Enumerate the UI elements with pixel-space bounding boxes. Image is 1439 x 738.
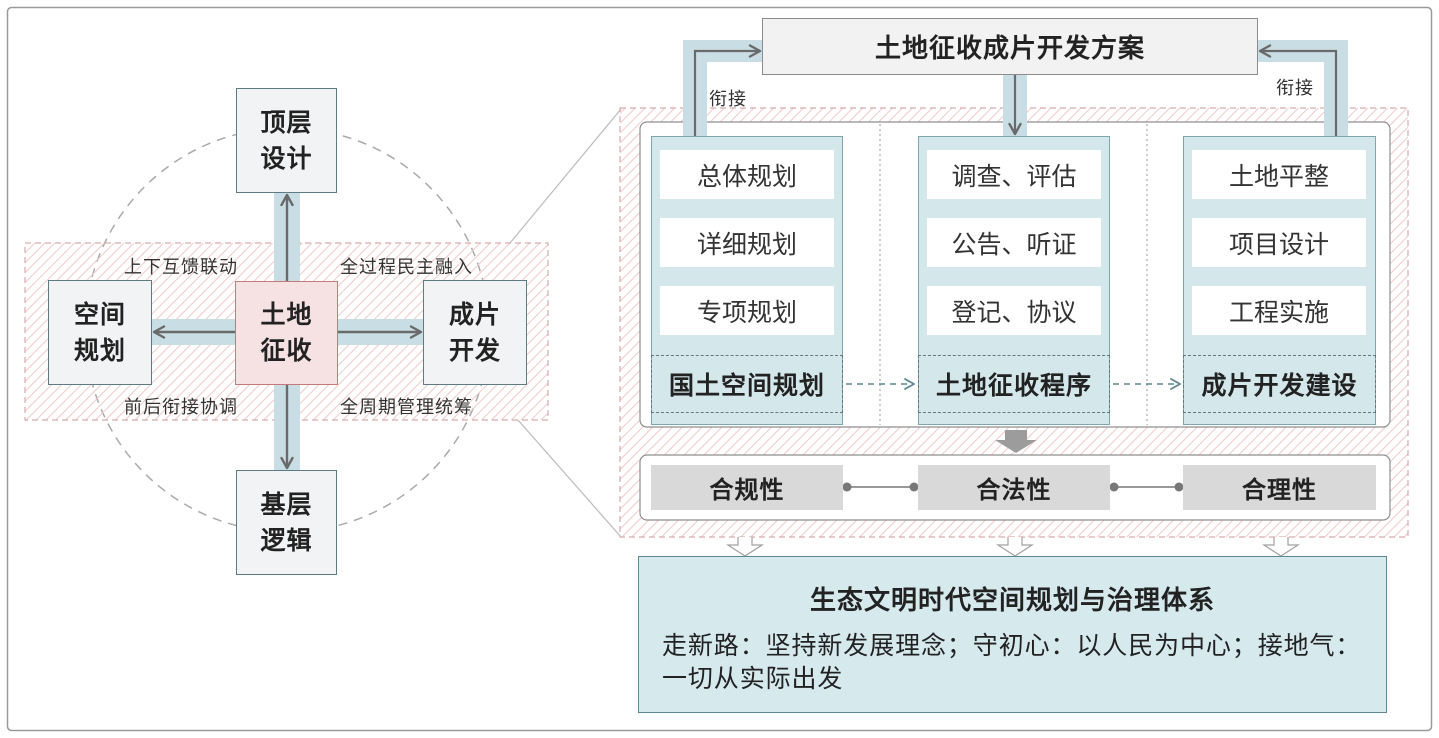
link-label-right: 衔接 <box>1276 78 1314 99</box>
connector-dot <box>1174 482 1184 492</box>
summary-body-line: 一切从实际出发 <box>662 664 844 693</box>
process-item: 总体规划 <box>660 150 834 199</box>
stage-label: 成片开发建设 <box>1183 355 1376 413</box>
node-label-line: 空间 <box>73 299 126 329</box>
summary-body-line: 走新路：坚持新发展理念；守初心：以人民为中心；接地气： <box>662 631 1362 660</box>
process-item: 项目设计 <box>1192 218 1366 267</box>
summary-title: 生态文明时代空间规划与治理体系 <box>809 586 1215 616</box>
process-item: 公告、听证 <box>927 218 1101 267</box>
process-item: 调查、评估 <box>927 150 1101 199</box>
hollow-arrow-down <box>995 537 1035 557</box>
link-arrow-right <box>1258 44 1338 136</box>
plan-title-box: 土地征收成片开发方案 <box>762 18 1258 75</box>
process-item: 详细规划 <box>660 218 834 267</box>
column-block-construction: 土地平整 项目设计 工程实施 成片开发建设 <box>1183 136 1376 425</box>
principle-legality: 合法性 <box>918 465 1110 510</box>
connector-dot <box>842 482 852 492</box>
node-land-expropriation: 土地 征收 <box>235 281 338 385</box>
process-item: 专项规划 <box>660 286 834 335</box>
node-label-line: 土地 <box>260 300 313 329</box>
node-label-line: 开发 <box>448 335 501 365</box>
node-label-line: 征收 <box>260 336 313 365</box>
node-label-line: 基层 <box>260 489 313 519</box>
zoom-line-upper <box>509 108 622 244</box>
hollow-arrow-down <box>1261 537 1301 557</box>
label-bottom-left: 前后衔接协调 <box>124 397 238 418</box>
process-item: 工程实施 <box>1192 286 1366 335</box>
block-arrow-down <box>995 430 1037 453</box>
hollow-arrow-down <box>725 537 765 557</box>
label-top-right: 全过程民主融入 <box>340 257 473 278</box>
process-item: 土地平整 <box>1192 150 1366 199</box>
connector-dot <box>909 482 919 492</box>
link-label-left: 衔接 <box>709 89 747 110</box>
stage-label: 国土空间规划 <box>651 355 843 413</box>
zoom-line-lower <box>517 419 622 538</box>
node-label-line: 成片 <box>448 299 501 329</box>
principle-rationality: 合理性 <box>1183 465 1376 510</box>
principle-compliance: 合规性 <box>651 465 843 510</box>
process-item: 登记、协议 <box>927 286 1101 335</box>
node-label-line: 顶层 <box>260 107 313 137</box>
node-label-line: 设计 <box>260 143 313 173</box>
node-spatial-planning: 空间 规划 <box>48 280 152 385</box>
node-top-level-design: 顶层 设计 <box>236 88 337 193</box>
node-label-line: 规划 <box>73 335 126 365</box>
link-arrow-left <box>693 44 762 136</box>
stage-label: 土地征收程序 <box>918 355 1110 413</box>
label-top-left: 上下互馈联动 <box>124 257 238 278</box>
outer-frame <box>6 6 1433 732</box>
node-label-line: 逻辑 <box>260 525 313 555</box>
connector-dot <box>1109 482 1119 492</box>
summary-box: 生态文明时代空间规划与治理体系 走新路：坚持新发展理念；守初心：以人民为中心；接… <box>638 556 1387 713</box>
column-spatial-planning: 总体规划 详细规划 专项规划 国土空间规划 <box>651 136 843 425</box>
label-bottom-right: 全周期管理统筹 <box>340 397 473 418</box>
node-grassroots-logic: 基层 逻辑 <box>236 470 337 575</box>
column-expropriation-procedure: 调查、评估 公告、听证 登记、协议 土地征收程序 <box>918 136 1110 425</box>
node-block-development: 成片 开发 <box>423 280 527 385</box>
